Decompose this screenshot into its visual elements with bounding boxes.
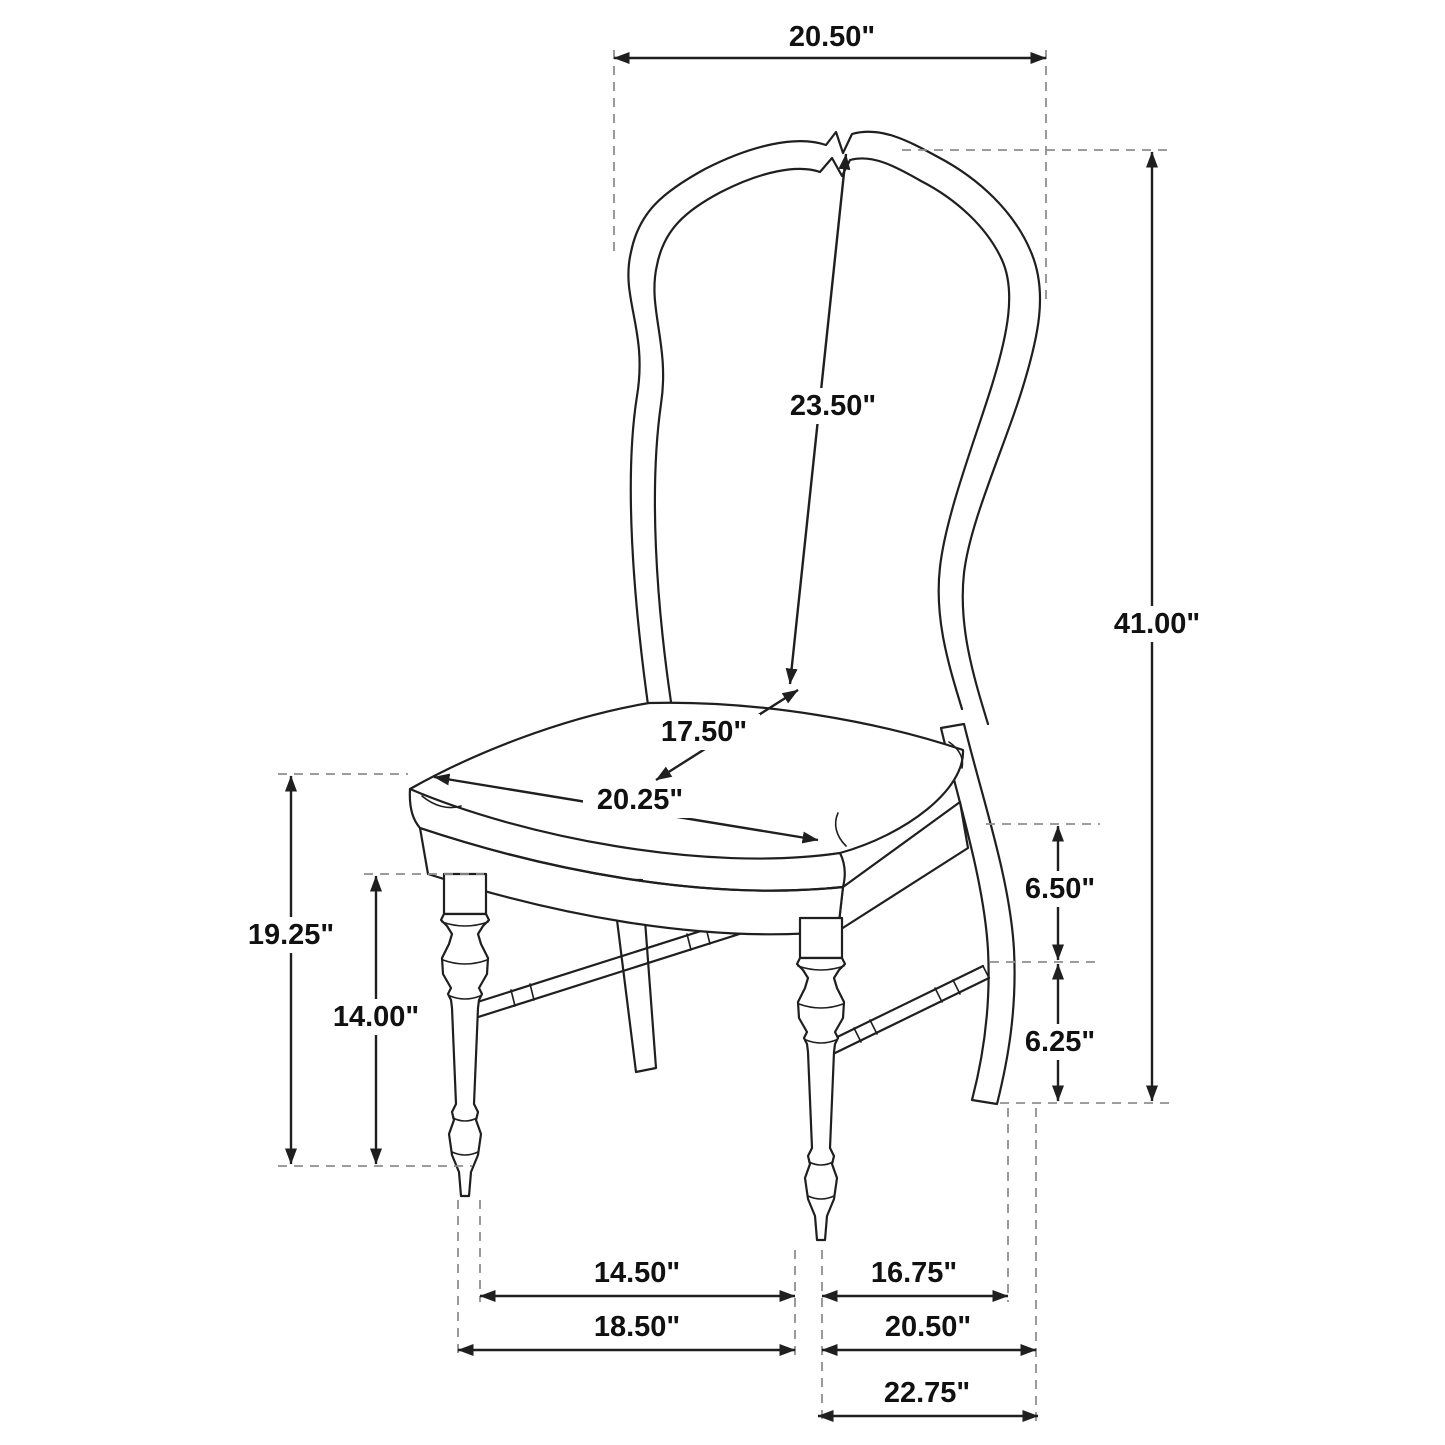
front-left-leg	[439, 912, 491, 1198]
label-background	[1014, 1024, 1106, 1060]
dimension-front-leg-spacing: 14.50"	[479, 1257, 796, 1302]
dimension-label: 20.25"	[597, 784, 683, 816]
dimension-back-height: 23.50"	[776, 153, 890, 685]
cushion-corner-curl-right	[834, 812, 847, 847]
dimension-label: 14.00"	[333, 1001, 419, 1033]
dimension-stretcher-to-floor: 6.25"	[1014, 963, 1106, 1102]
front-right-leg	[795, 956, 847, 1242]
rear-right-leg	[939, 722, 1016, 1106]
chair-drawing	[408, 130, 1042, 1242]
dimension-label: 6.50"	[1025, 873, 1095, 905]
dimension-label: 17.50"	[661, 716, 747, 748]
dimension-label: 41.00"	[1114, 608, 1200, 640]
dimension-seat-width: 20.25"	[433, 773, 819, 844]
label-background	[1014, 871, 1106, 907]
label-background	[776, 388, 890, 424]
dimension-back-top-width: 20.50"	[613, 21, 1047, 300]
label-background	[319, 999, 433, 1035]
chair-back-inner-line	[653, 156, 1011, 711]
front-right-leg-rings	[797, 965, 845, 1200]
dimension-floor-to-seat: 19.25"	[234, 773, 472, 1167]
label-background	[1098, 606, 1216, 642]
dimension-label: 20.50"	[885, 1311, 971, 1343]
front-left-leg-block	[442, 872, 488, 916]
dimension-label: 20.50"	[789, 21, 875, 53]
label-background	[583, 782, 697, 818]
seat-cushion-edge	[408, 787, 846, 892]
dimension-front-to-rear-inner: 16.75"	[821, 1257, 1009, 1302]
label-background	[648, 714, 760, 750]
dimension-overall-height: 41.00"	[902, 149, 1216, 1104]
front-right-leg-block	[798, 916, 844, 960]
dimension-label: 14.50"	[594, 1257, 680, 1289]
label-background	[234, 917, 348, 953]
dimension-floor-to-stretcher: 14.00"	[319, 873, 484, 1165]
dimension-label: 18.50"	[594, 1311, 680, 1343]
side-stretcher-right	[825, 964, 991, 1056]
dimension-base-width: 18.50"	[457, 1311, 796, 1356]
dimension-label: 16.75"	[871, 1257, 957, 1289]
dimension-front-to-rear-outer: 20.50"	[821, 1311, 1037, 1356]
dimension-seat-depth: 17.50"	[648, 688, 799, 782]
bottom-extension-lines	[457, 1108, 1037, 1422]
dimension-label: 19.25"	[248, 919, 334, 951]
dimension-label: 6.25"	[1025, 1026, 1095, 1058]
chair-back-outer-line	[627, 130, 1042, 726]
dimension-seat-to-stretcher: 6.50"	[986, 823, 1106, 963]
dimension-label: 22.75"	[884, 1377, 970, 1409]
front-left-leg-rings	[441, 921, 489, 1156]
dimension-overall-depth: 22.75"	[817, 1377, 1039, 1422]
cushion-corner-curl-back	[948, 741, 964, 769]
dimension-label: 23.50"	[790, 390, 876, 422]
